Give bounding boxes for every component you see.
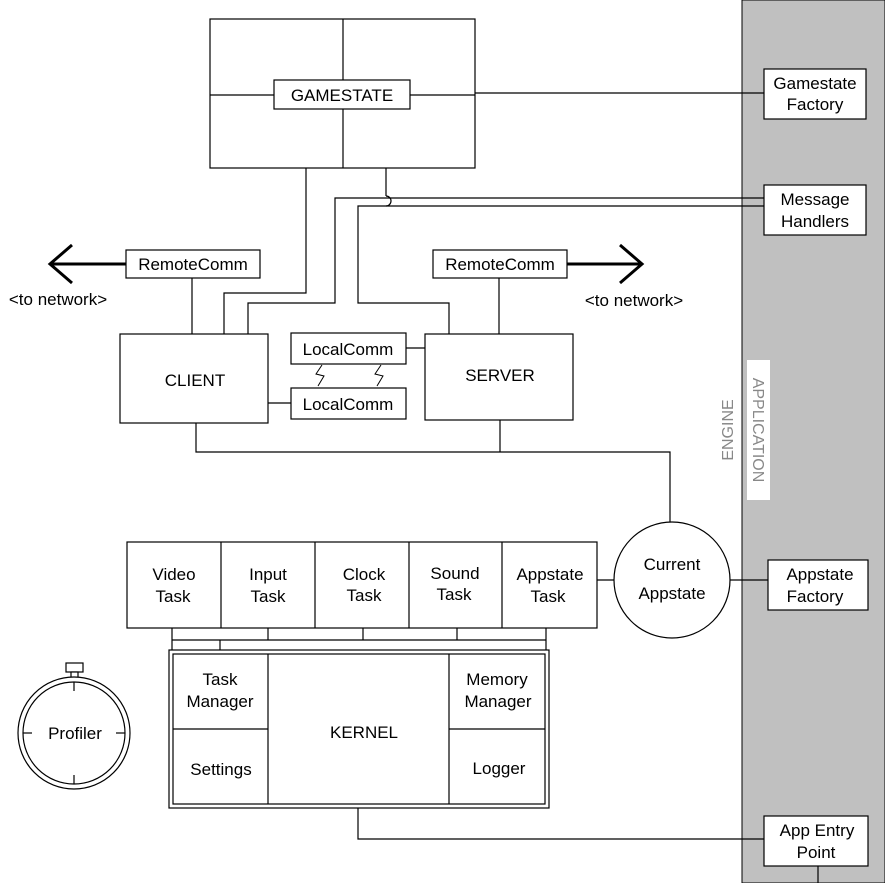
connector-lines — [171, 92, 819, 883]
svg-text:Factory: Factory — [787, 95, 844, 114]
svg-text:Task: Task — [437, 585, 472, 604]
profiler-stopwatch-icon — [17, 662, 131, 790]
profiler-label: Profiler — [48, 724, 102, 743]
to-network-left: <to network> — [9, 290, 107, 309]
remote-comm-client-box: RemoteComm — [125, 249, 261, 279]
engine-side-label: ENGINE — [717, 388, 738, 472]
arrow-left-icon — [47, 243, 126, 285]
svg-text:Task: Task — [251, 587, 286, 606]
sound-task: Sound Task — [430, 564, 479, 604]
svg-text:Handlers: Handlers — [781, 212, 849, 231]
svg-text:Point: Point — [797, 843, 836, 862]
svg-text:RemoteComm: RemoteComm — [138, 255, 248, 274]
to-network-right: <to network> — [585, 291, 683, 310]
memory-manager: Memory Manager — [464, 670, 531, 711]
svg-text:LocalComm: LocalComm — [303, 340, 394, 359]
svg-text:Manager: Manager — [186, 692, 253, 711]
svg-text:Task: Task — [347, 586, 382, 605]
svg-text:Memory: Memory — [466, 670, 528, 689]
svg-text:Appstate: Appstate — [638, 584, 705, 603]
svg-text:CLIENT: CLIENT — [165, 371, 225, 390]
video-task: Video Task — [152, 565, 195, 606]
svg-text:Message: Message — [781, 190, 850, 209]
svg-text:App Entry: App Entry — [780, 821, 855, 840]
svg-text:Clock: Clock — [343, 565, 386, 584]
appstate-task: Appstate Task — [516, 565, 583, 606]
svg-text:LocalComm: LocalComm — [303, 395, 394, 414]
gamestate-label: GAMESTATE — [291, 86, 393, 105]
current-appstate-circle: Current Appstate — [613, 521, 731, 639]
client-box: CLIENT — [119, 333, 269, 424]
svg-text:Appstate: Appstate — [786, 565, 853, 584]
svg-text:Manager: Manager — [464, 692, 531, 711]
svg-text:Input: Input — [249, 565, 287, 584]
svg-text:Task: Task — [156, 587, 191, 606]
svg-text:Appstate: Appstate — [516, 565, 583, 584]
svg-text:Task: Task — [531, 587, 566, 606]
input-task: Input Task — [249, 565, 287, 606]
application-side-label: APPLICATION — [747, 360, 770, 500]
svg-text:Task: Task — [203, 670, 238, 689]
svg-text:Sound: Sound — [430, 564, 479, 583]
kernel-label: KERNEL — [330, 723, 398, 742]
settings: Settings — [190, 760, 251, 779]
remote-comm-server-box: RemoteComm — [432, 249, 568, 279]
svg-text:Current: Current — [644, 555, 701, 574]
local-comm-link-icons — [315, 364, 384, 387]
appstate-factory-box: Appstate Factory — [767, 559, 869, 611]
local-comm-bottom-box: LocalComm — [290, 387, 407, 420]
server-box: SERVER — [424, 333, 574, 421]
svg-text:SERVER: SERVER — [465, 366, 535, 385]
message-handlers-box: Message Handlers — [763, 184, 867, 236]
svg-text:Video: Video — [152, 565, 195, 584]
svg-text:ENGINE: ENGINE — [720, 399, 737, 460]
task-bar — [126, 541, 598, 629]
svg-text:RemoteComm: RemoteComm — [445, 255, 555, 274]
svg-text:APPLICATION: APPLICATION — [749, 378, 766, 483]
app-entry-point-box: App Entry Point — [763, 815, 869, 867]
gamestate-block: GAMESTATE — [209, 18, 476, 169]
local-comm-top-box: LocalComm — [290, 332, 407, 365]
gamestate-factory-box: Gamestate Factory — [763, 68, 867, 120]
kernel-block: KERNEL — [168, 649, 550, 809]
svg-text:Gamestate: Gamestate — [773, 74, 856, 93]
clock-task: Clock Task — [343, 565, 386, 605]
logger: Logger — [473, 759, 526, 778]
svg-text:Factory: Factory — [787, 587, 844, 606]
arrow-right-icon — [567, 243, 645, 285]
task-manager: Task Manager — [186, 670, 253, 711]
